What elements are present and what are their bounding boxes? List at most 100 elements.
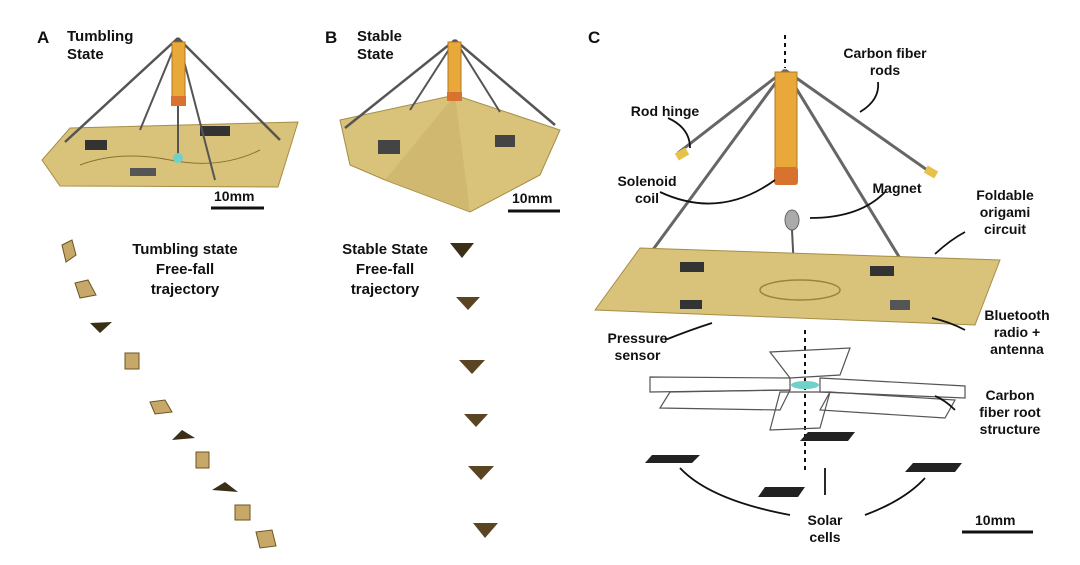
label-solar-cells-line1: Solar bbox=[807, 512, 843, 528]
panel-c-rod bbox=[677, 68, 786, 155]
trajectory-frame bbox=[90, 322, 112, 333]
panel-b-rod bbox=[344, 39, 456, 129]
solar-cell bbox=[758, 487, 805, 497]
label-carbon-fiber-rods: Carbon fiber rods bbox=[835, 45, 935, 79]
panel-a-traces bbox=[79, 149, 261, 166]
trajectory-frame bbox=[172, 430, 195, 440]
tumbling-box-title-line3: trajectory bbox=[150, 281, 220, 298]
solar-cell bbox=[800, 432, 855, 441]
label-foldable-circuit: Foldable origami circuit bbox=[960, 187, 1050, 238]
circuit-chip bbox=[680, 262, 704, 272]
arrow-magnet bbox=[809, 191, 886, 219]
trajectory-frame bbox=[234, 504, 251, 521]
panel-b-title: Stable State bbox=[357, 28, 402, 64]
arrow-circuit bbox=[934, 231, 966, 255]
arrow-rod-hinge bbox=[667, 117, 691, 149]
circuit-ring bbox=[759, 279, 841, 301]
panel-b-coil bbox=[447, 92, 462, 101]
stable-trajectory bbox=[450, 243, 498, 538]
panel-b-rod bbox=[454, 39, 556, 126]
rod-hinge-tip bbox=[674, 147, 690, 161]
solar-cell bbox=[905, 463, 962, 472]
panel-a-tube bbox=[171, 41, 186, 103]
label-bluetooth-line3: antenna bbox=[990, 341, 1044, 357]
trajectory-frame bbox=[450, 243, 474, 258]
label-solar-cells-line2: cells bbox=[809, 529, 841, 545]
label-solar-cells: Solar cells bbox=[795, 512, 855, 546]
arrow-carbon-rods bbox=[859, 81, 880, 113]
panel-a-letter: A bbox=[37, 28, 50, 47]
panel-a-coil bbox=[171, 96, 186, 106]
panel-c-rod bbox=[784, 68, 931, 174]
panel-c-magnet bbox=[784, 209, 800, 231]
stable-box-title-line2: Free-fall bbox=[355, 261, 415, 278]
panel-a-chip bbox=[85, 140, 107, 150]
trajectory-frame bbox=[473, 523, 498, 538]
panel-c-exploded-view bbox=[594, 35, 1001, 497]
label-carbon-fiber-rods-line2: rods bbox=[869, 62, 901, 78]
tumbling-trajectory bbox=[61, 239, 277, 549]
label-root-structure-line1: Carbon bbox=[985, 387, 1035, 403]
arrow-solar-right bbox=[864, 477, 926, 516]
panel-c-circuit-board bbox=[594, 247, 1001, 326]
stable-box-title: Stable State Free-fall trajectory bbox=[330, 240, 440, 300]
panel-b-title-line1: Stable bbox=[357, 28, 403, 45]
trajectory-frame bbox=[74, 279, 97, 299]
circuit-chip bbox=[680, 300, 702, 309]
panel-c-letter: C bbox=[588, 28, 601, 47]
panel-a-circuit-board bbox=[41, 121, 299, 188]
label-foldable-circuit-line1: Foldable bbox=[976, 187, 1034, 203]
trajectory-frame bbox=[61, 239, 77, 263]
panel-b-chip bbox=[495, 135, 515, 147]
panel-b-chip bbox=[378, 140, 400, 154]
label-bluetooth: Bluetooth radio + antenna bbox=[972, 307, 1062, 358]
trajectory-frame bbox=[149, 399, 173, 415]
trajectory-frame bbox=[195, 451, 210, 469]
trajectory-frame bbox=[255, 529, 277, 549]
rod-hinge-tip bbox=[923, 165, 939, 179]
stable-box-title-line1: Stable State bbox=[342, 241, 428, 258]
panel-c-callouts bbox=[659, 81, 966, 516]
panel-a-chip bbox=[200, 126, 230, 136]
panel-b-scale-label: 10mm bbox=[512, 190, 553, 206]
label-foldable-circuit-line2: origami bbox=[979, 204, 1031, 220]
label-bluetooth-line2: radio + bbox=[993, 324, 1041, 340]
trajectory-frame bbox=[468, 466, 494, 480]
stable-box-title-line3: trajectory bbox=[350, 281, 420, 298]
arrow-solenoid bbox=[659, 179, 776, 205]
panel-a-title: Tumbling State bbox=[67, 28, 133, 64]
panel-b-letter: B bbox=[325, 28, 338, 47]
label-solenoid-coil-line1: Solenoid bbox=[617, 173, 677, 189]
tumbling-box-title: Tumbling state Free-fall trajectory bbox=[110, 240, 260, 300]
label-magnet: Magnet bbox=[872, 180, 922, 196]
trajectory-frame bbox=[464, 414, 488, 427]
panel-b-fold-shade bbox=[385, 95, 470, 212]
label-pressure-sensor: Pressure sensor bbox=[600, 330, 675, 364]
label-bluetooth-line1: Bluetooth bbox=[984, 307, 1050, 323]
panel-c-scale-label: 10mm bbox=[975, 512, 1016, 528]
panel-c-coil bbox=[774, 167, 798, 185]
label-root-structure-line2: fiber root bbox=[979, 404, 1041, 420]
label-pressure-sensor-line2: sensor bbox=[614, 347, 661, 363]
trajectory-frame bbox=[456, 297, 480, 310]
solar-cell bbox=[645, 455, 700, 463]
panel-a-root bbox=[173, 153, 183, 163]
arrow-root bbox=[934, 395, 956, 411]
panel-a-scale-label: 10mm bbox=[214, 188, 255, 204]
label-carbon-fiber-rods-line1: Carbon fiber bbox=[843, 45, 927, 61]
panel-b-title-line2: State bbox=[357, 46, 394, 63]
label-root-structure-line3: structure bbox=[979, 421, 1041, 437]
panel-a-rod bbox=[64, 37, 179, 143]
label-solenoid-coil: Solenoid coil bbox=[612, 173, 682, 207]
panel-c-tube bbox=[774, 71, 798, 173]
panel-b-rod bbox=[454, 39, 501, 113]
arrow-pressure bbox=[664, 322, 713, 341]
arrow-bluetooth bbox=[931, 317, 966, 331]
panel-a-rod bbox=[177, 37, 281, 141]
arrow-solar-left bbox=[679, 467, 791, 516]
label-foldable-circuit-line3: circuit bbox=[983, 221, 1026, 237]
trajectory-frame bbox=[124, 352, 140, 370]
label-root-structure: Carbon fiber root structure bbox=[965, 387, 1055, 438]
trajectory-frame bbox=[212, 482, 238, 492]
